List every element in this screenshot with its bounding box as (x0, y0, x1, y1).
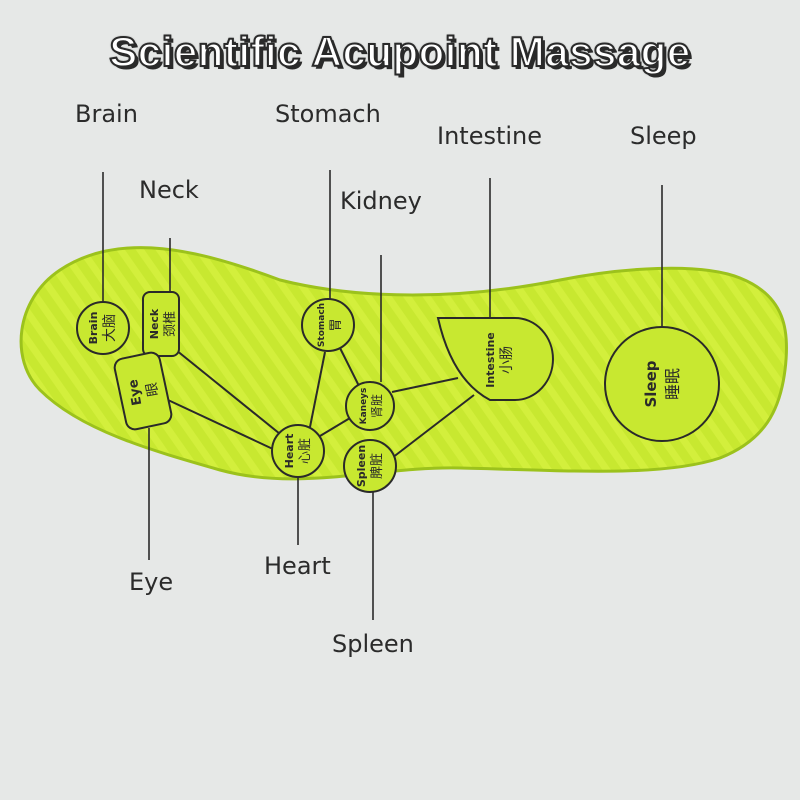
sleep-point: Sleep 睡眠 (604, 326, 720, 442)
eye-point: Eye 眼 (113, 351, 173, 431)
brain-point-en: Brain (87, 312, 100, 345)
kidney-point-zh: 肾脏 (369, 394, 384, 418)
link-kidney-intestine (391, 377, 459, 393)
heart-point: Heart 心脏 (271, 424, 325, 478)
label-stomach: Stomach (275, 100, 381, 128)
link-heart-stomach (309, 351, 326, 428)
label-kidney: Kidney (340, 187, 422, 215)
intestine-point-en: Intestine (484, 332, 497, 388)
heart-point-zh: 心脏 (298, 438, 313, 464)
brain-point: Brain 大脑 (76, 301, 130, 355)
stomach-point-zh: 胃 (329, 318, 344, 331)
intestine-point: Intestine 小肠 (436, 317, 554, 401)
label-spleen: Spleen (332, 630, 414, 658)
kidney-point: Kaneys 肾脏 (345, 381, 395, 431)
link-stomach-kidney (339, 347, 361, 389)
page-title: Scientific Acupoint Massage (108, 27, 691, 76)
heart-point-en: Heart (283, 434, 296, 469)
link-spleen-intestine (391, 394, 475, 459)
link-eye-heart (167, 399, 276, 451)
intestine-point-zh: 小肠 (499, 346, 515, 374)
spleen-point-en: Spleen (355, 445, 368, 487)
kidney-point-en: Kaneys (359, 388, 369, 425)
label-heart: Heart (264, 552, 331, 580)
eye-point-zh: 眼 (144, 381, 162, 398)
link-neck-heart (175, 349, 286, 439)
connection-lines (167, 347, 475, 459)
spleen-point: Spleen 脾脏 (343, 439, 397, 493)
label-intestine: Intestine (437, 122, 543, 150)
label-sleep: Sleep (630, 122, 697, 150)
link-heart-kidney (319, 417, 351, 437)
label-eye: Eye (129, 568, 174, 596)
sleep-point-zh: 睡眠 (663, 368, 682, 400)
neck-point-zh: 颈椎 (163, 311, 178, 337)
label-neck: Neck (139, 176, 199, 204)
brain-point-zh: 大脑 (102, 314, 118, 342)
stomach-point-en: Stomach (317, 303, 327, 347)
leader-lines (102, 170, 663, 620)
sleep-point-en: Sleep (642, 360, 660, 407)
spleen-point-zh: 脾脏 (370, 453, 385, 479)
neck-point-en: Neck (148, 308, 161, 339)
stomach-point: Stomach 胃 (301, 298, 355, 352)
label-brain: Brain (75, 100, 138, 128)
eye-point-en: Eye (126, 378, 145, 407)
neck-point: Neck 颈椎 (142, 291, 180, 357)
